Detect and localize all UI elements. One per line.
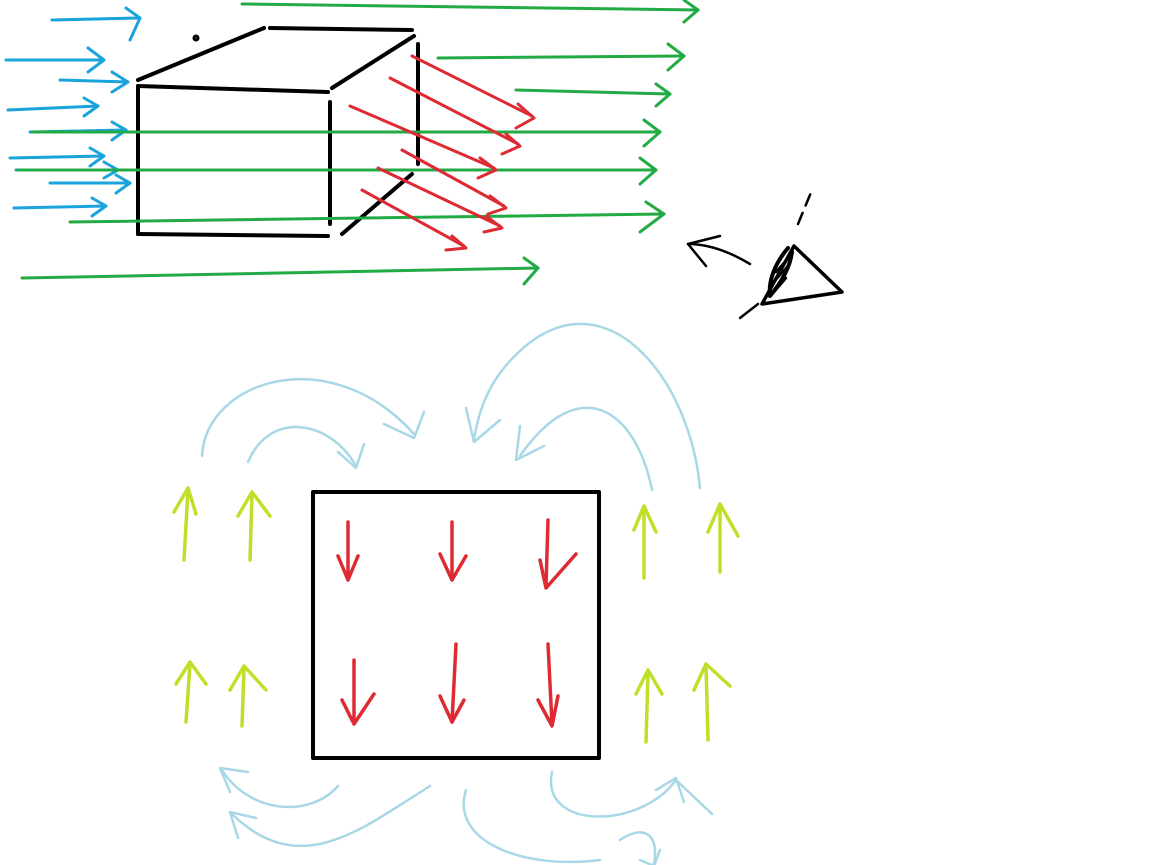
internal-arrow [536, 642, 560, 728]
internal-field-arrows-top [348, 54, 536, 252]
internal-field-arrows-bottom [336, 518, 578, 728]
passing-arrow [30, 118, 662, 148]
eye-icon [686, 188, 844, 320]
external-arrow [236, 490, 272, 562]
incoming-arrow [50, 6, 142, 42]
internal-arrow [388, 76, 522, 156]
incoming-arrow [12, 196, 108, 218]
external-arrow [706, 502, 740, 574]
passing-arrow [514, 82, 672, 108]
internal-arrow [336, 520, 360, 582]
passing-arrow [20, 256, 540, 286]
external-field-arrows [172, 486, 740, 744]
external-arrow [228, 664, 268, 728]
return-loops-bottom [218, 766, 714, 865]
internal-arrow [400, 148, 508, 216]
external-arrow [632, 504, 658, 580]
passing-arrow [16, 156, 658, 186]
incoming-arrow [4, 46, 106, 74]
incoming-arrow [8, 146, 106, 168]
cube-outline [136, 26, 420, 238]
internal-arrow [340, 658, 376, 726]
internal-arrow [438, 520, 468, 582]
passing-arrow [240, 0, 700, 24]
external-arrow [692, 662, 732, 742]
internal-arrow [376, 166, 504, 234]
internal-arrow [438, 642, 466, 724]
external-arrow [174, 660, 208, 724]
return-loop [218, 766, 340, 809]
return-loop [549, 770, 714, 818]
return-loops-top [200, 322, 702, 492]
return-loop [618, 831, 662, 865]
bottom-sketch [172, 322, 740, 865]
return-loop [200, 377, 426, 458]
passing-arrow [436, 42, 686, 72]
top-sketch [4, 0, 844, 320]
external-arrow [172, 486, 198, 562]
square-outline [311, 490, 601, 760]
internal-arrow [348, 104, 498, 180]
return-loop [464, 322, 702, 490]
internal-arrow [410, 54, 536, 130]
return-loop [246, 426, 366, 470]
passing-field-arrows [16, 0, 700, 286]
external-arrow [634, 668, 664, 744]
return-loop [462, 788, 602, 864]
incoming-arrow [48, 173, 132, 195]
return-loop [514, 406, 654, 492]
internal-arrow [538, 518, 578, 590]
incoming-field-arrows [4, 6, 142, 218]
passing-arrow [68, 200, 666, 234]
incoming-arrow [58, 70, 130, 94]
return-loop [228, 784, 432, 847]
internal-arrow [360, 188, 468, 252]
incoming-arrow [6, 96, 100, 118]
